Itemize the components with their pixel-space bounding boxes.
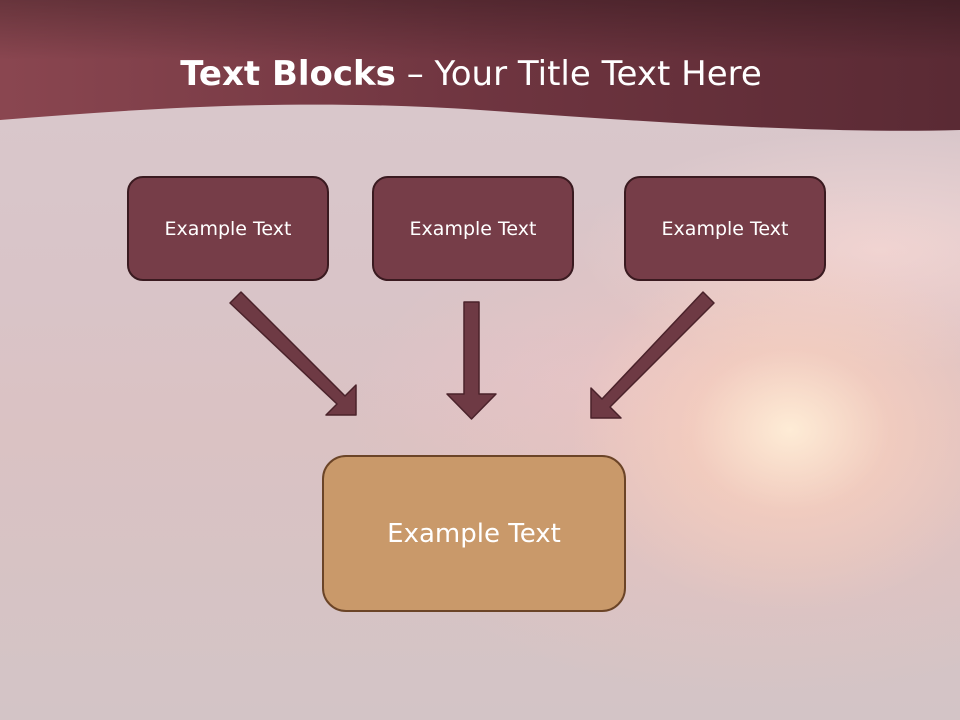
arrow-center xyxy=(446,301,497,420)
target-block-label: Example Text xyxy=(387,518,561,549)
header-banner xyxy=(0,0,960,131)
target-block: Example Text xyxy=(322,455,626,612)
slide-title: Text Blocks – Your Title Text Here xyxy=(0,52,942,96)
title-bold: Text Blocks xyxy=(180,54,396,94)
title-rest: – Your Title Text Here xyxy=(395,54,762,94)
arrow-right xyxy=(590,291,715,419)
text-block-3-label: Example Text xyxy=(661,217,789,240)
arrow-left xyxy=(229,291,357,416)
text-block-3: Example Text xyxy=(624,176,826,281)
text-block-1: Example Text xyxy=(127,176,329,281)
text-block-2-label: Example Text xyxy=(409,217,537,240)
text-block-1-label: Example Text xyxy=(164,217,292,240)
text-block-2: Example Text xyxy=(372,176,574,281)
